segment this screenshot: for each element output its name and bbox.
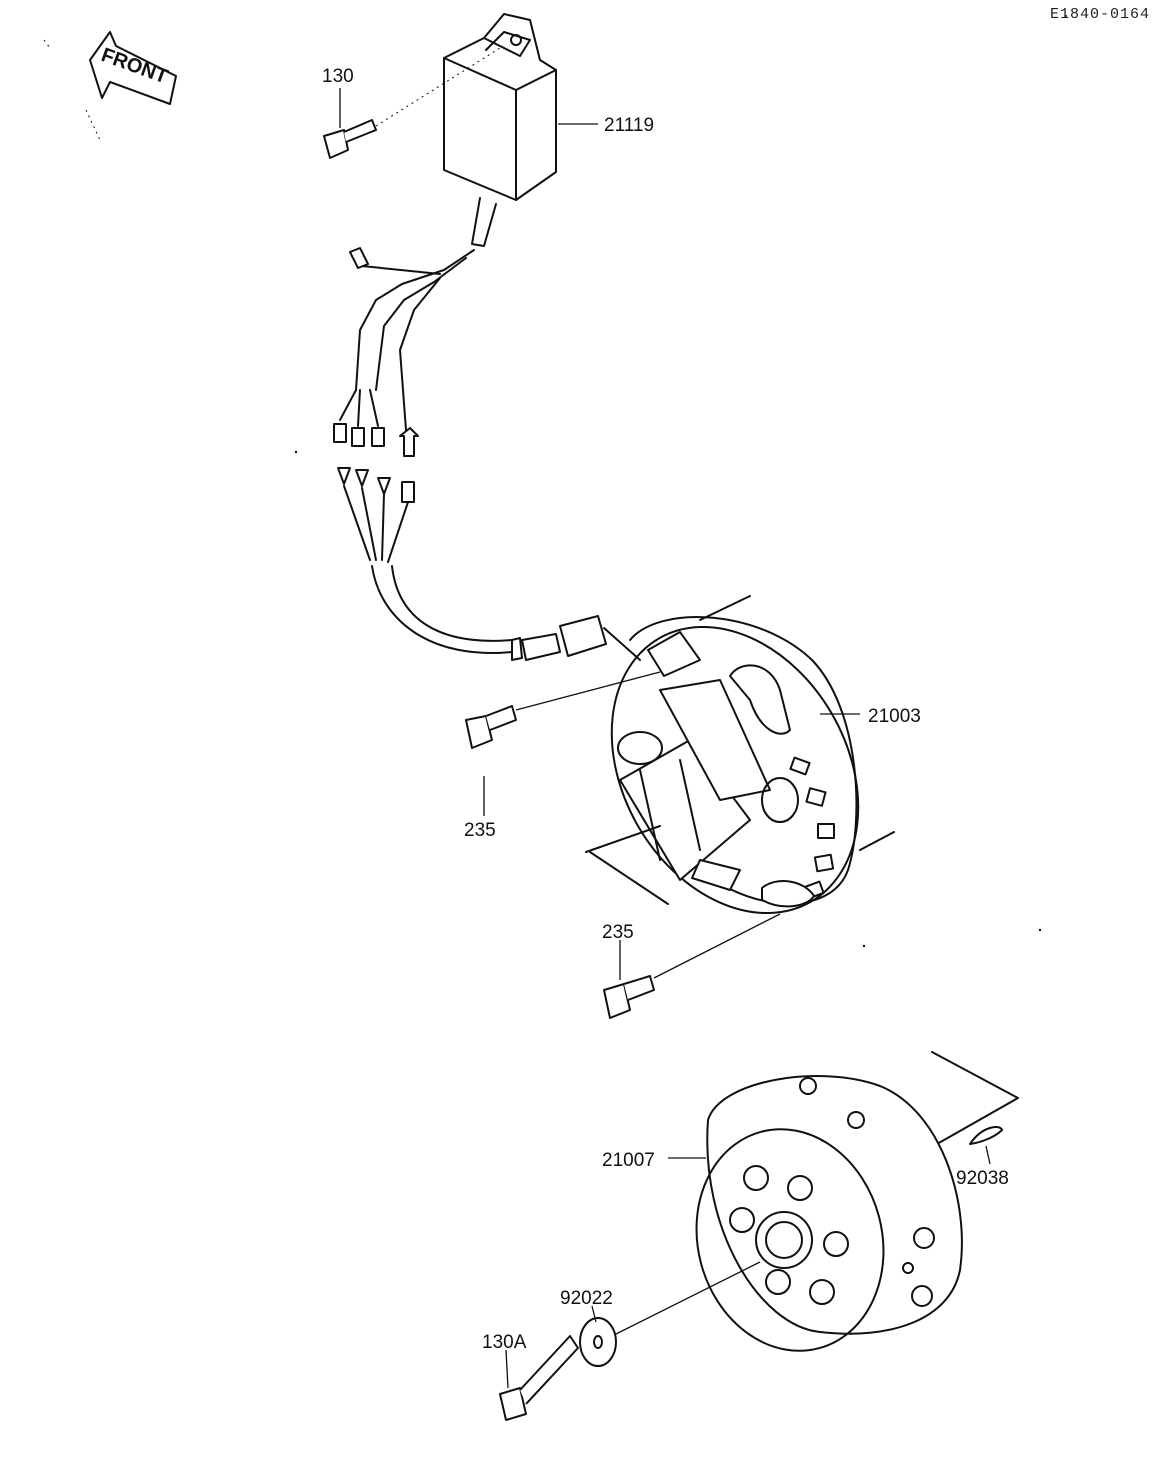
connector-terminals-lower xyxy=(337,467,415,503)
part-label-130: 130 xyxy=(322,66,354,87)
part-label-21007: 21007 xyxy=(602,1150,655,1171)
screw-235-upper xyxy=(465,671,661,749)
bolt-130 xyxy=(323,47,501,159)
part-label-21119: 21119 xyxy=(604,115,654,136)
connector-terminals-upper xyxy=(333,423,419,457)
washer-92022 xyxy=(579,1261,761,1367)
stator-slots xyxy=(789,756,835,900)
part-label-92022: 92022 xyxy=(560,1288,613,1309)
part-label-92038: 92038 xyxy=(956,1168,1009,1189)
bolt-130a xyxy=(499,1335,579,1421)
part-label-235-upper: 235 xyxy=(464,820,496,841)
diagram-code: E1840-0164 xyxy=(1050,6,1150,23)
wiring-harness xyxy=(333,247,641,661)
cdi-unit xyxy=(443,13,557,247)
part-label-130a: 130A xyxy=(482,1332,527,1353)
leader-lines xyxy=(339,88,991,1389)
part-label-235-lower: 235 xyxy=(602,922,634,943)
stator-assembly xyxy=(585,595,895,915)
front-arrow-icon: FRONT xyxy=(43,31,177,141)
flywheel-rotor xyxy=(695,1051,1019,1352)
scan-specks xyxy=(294,15,1067,948)
screw-235-lower xyxy=(603,913,781,1019)
woodruff-key-92038 xyxy=(969,1126,1003,1145)
part-label-21003: 21003 xyxy=(868,706,921,727)
